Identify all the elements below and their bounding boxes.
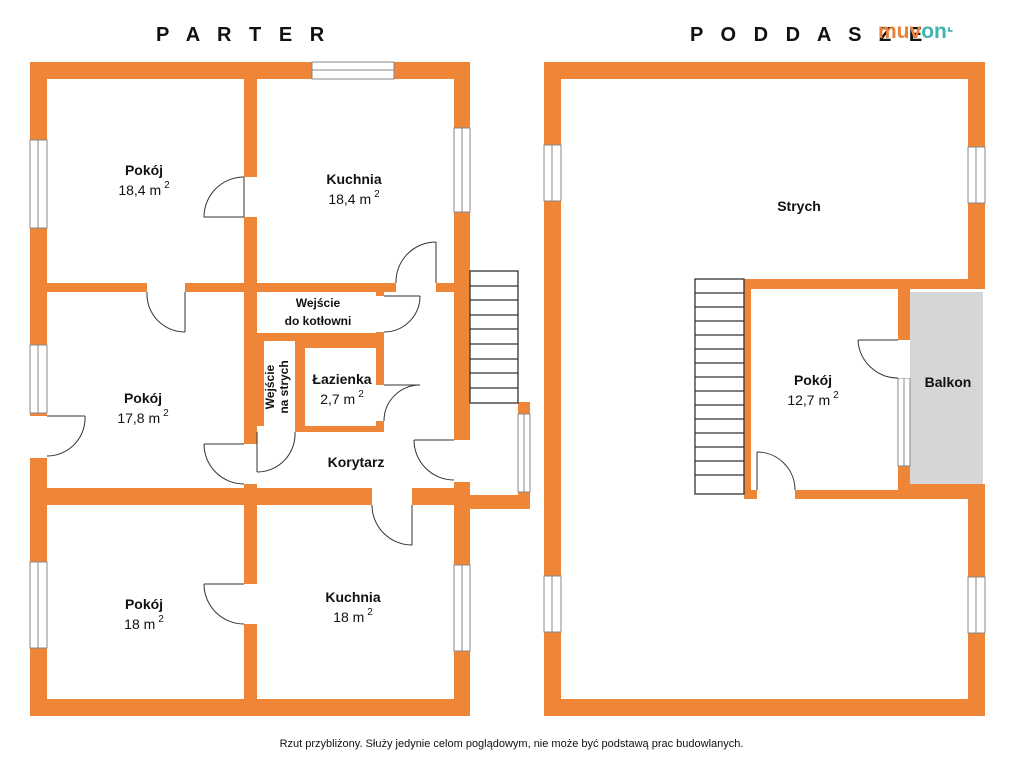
- doors: [30, 176, 910, 625]
- room-name: Łazienka: [312, 371, 372, 387]
- brand-logo-mark: ⌞: [946, 17, 954, 33]
- room-name: Balkon: [924, 374, 972, 390]
- room-name: Pokój: [124, 162, 164, 178]
- room-name: Pokój: [124, 596, 164, 612]
- balcony-area: [910, 292, 983, 484]
- room-name-line-1: Wejście: [295, 296, 341, 310]
- attic-heading: P O D D A S Z E: [690, 24, 929, 46]
- stairs-attic: [694, 278, 745, 495]
- room-name: Pokój: [123, 390, 163, 406]
- room-balkon: Balkon: [910, 372, 986, 392]
- ground-floor-heading: P A R T E R: [156, 24, 331, 46]
- room-strych: Strych: [749, 196, 849, 216]
- room-name-line-1: Wejście: [263, 364, 277, 410]
- room-name: Pokój: [793, 372, 833, 388]
- room-name: Korytarz: [327, 454, 385, 470]
- room-name: Kuchnia: [326, 171, 382, 187]
- room-name: Kuchnia: [325, 589, 381, 605]
- room-kotlownia-entry: Wejście do kotłowni: [262, 294, 374, 330]
- disclaimer-footnote: Rzut przybliżony. Służy jedynie celom po…: [279, 738, 744, 750]
- room-korytarz: Korytarz: [306, 452, 406, 472]
- window-panes: [37, 69, 977, 651]
- brand-logo-text-1: muv: [878, 20, 922, 43]
- room-name-line-2: do kotłowni: [284, 314, 352, 328]
- room-strych-entry: Wejście na strych: [262, 357, 292, 417]
- brand-logo-text-2: on: [921, 20, 947, 43]
- brand-logo: muvon⌞: [878, 17, 954, 44]
- stairs-ground: [469, 270, 519, 404]
- room-name: Strych: [777, 198, 821, 214]
- room-name-line-2: na strych: [277, 360, 291, 414]
